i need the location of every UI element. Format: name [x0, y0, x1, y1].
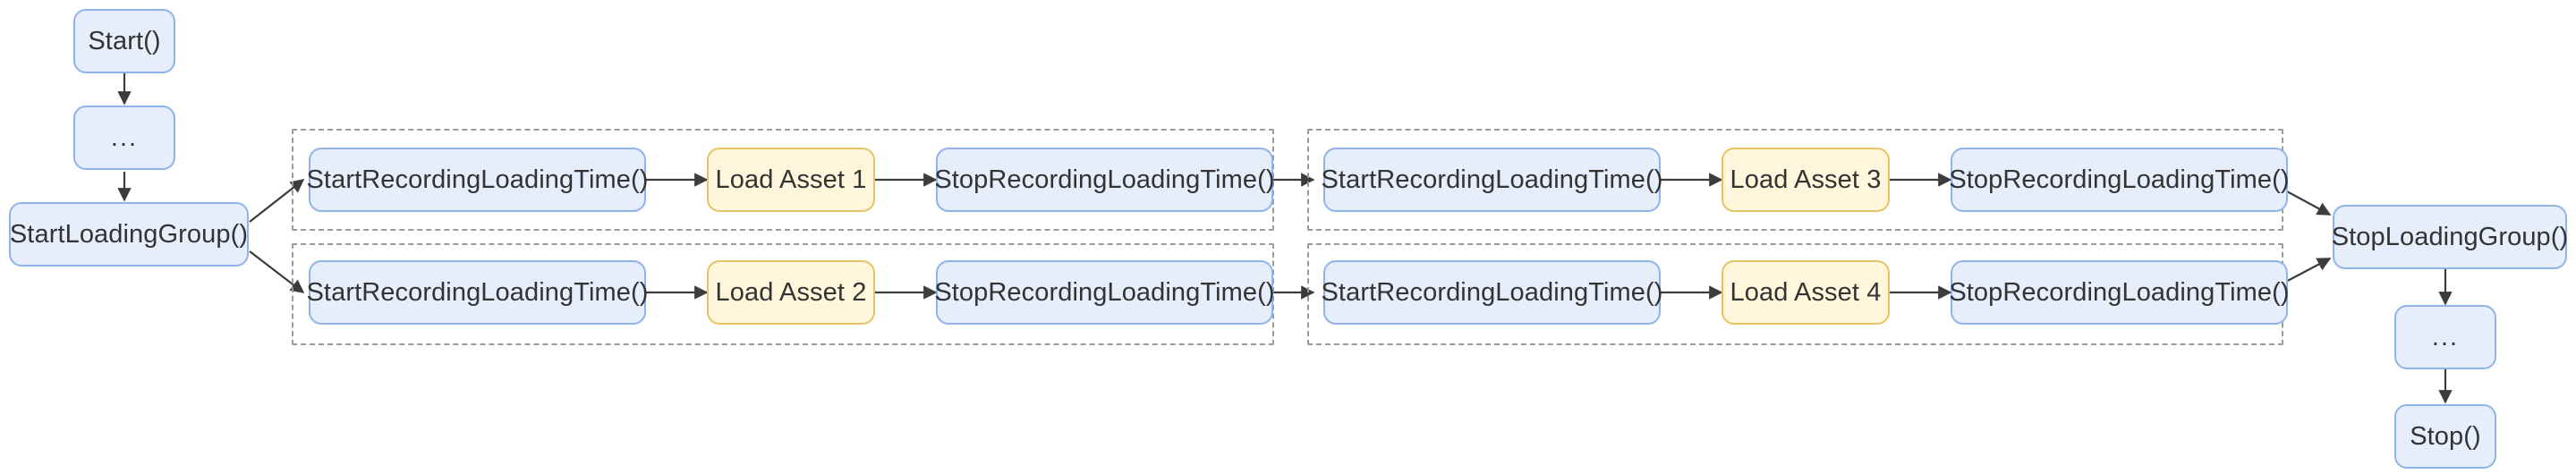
node-g2r1-start-recording-label: StartRecordingLoadingTime()	[1321, 165, 1663, 194]
node-stop-label: Stop()	[2410, 421, 2481, 451]
node-g2r2-stop-recording[interactable]: StopRecordingLoadingTime()	[1949, 260, 2290, 325]
node-g2r2-start-recording[interactable]: StartRecordingLoadingTime()	[1321, 260, 1663, 325]
node-pre-ellipsis[interactable]: ...	[73, 106, 175, 170]
node-g2r1-stop-recording[interactable]: StopRecordingLoadingTime()	[1949, 148, 2290, 212]
node-post-ellipsis[interactable]: ...	[2394, 305, 2496, 369]
node-load-asset-2[interactable]: Load Asset 2	[707, 260, 875, 325]
node-load-asset-4[interactable]: Load Asset 4	[1722, 260, 1890, 325]
node-load-asset-1[interactable]: Load Asset 1	[707, 148, 875, 212]
node-stop-loading-group-label: StopLoadingGroup()	[2331, 222, 2569, 251]
node-start-loading-group[interactable]: StartLoadingGroup()	[9, 202, 249, 267]
node-g1r1-start-recording-label: StartRecordingLoadingTime()	[306, 165, 649, 194]
node-g1r2-stop-recording-label: StopRecordingLoadingTime()	[934, 277, 1275, 307]
node-pre-ellipsis-label: ...	[110, 123, 139, 152]
group-box-stage1-row2	[292, 243, 1274, 345]
node-g1r2-start-recording-label: StartRecordingLoadingTime()	[306, 277, 649, 307]
node-load-asset-1-label: Load Asset 1	[715, 165, 867, 194]
node-g2r1-start-recording[interactable]: StartRecordingLoadingTime()	[1321, 148, 1663, 212]
node-g2r2-start-recording-label: StartRecordingLoadingTime()	[1321, 277, 1663, 307]
node-load-asset-3-label: Load Asset 3	[1730, 165, 1882, 194]
node-stop[interactable]: Stop()	[2394, 404, 2496, 469]
node-g1r2-stop-recording[interactable]: StopRecordingLoadingTime()	[934, 260, 1275, 325]
node-load-asset-4-label: Load Asset 4	[1730, 277, 1882, 307]
node-g1r1-stop-recording-label: StopRecordingLoadingTime()	[934, 165, 1275, 194]
node-load-asset-3[interactable]: Load Asset 3	[1722, 148, 1890, 212]
node-stop-loading-group[interactable]: StopLoadingGroup()	[2331, 205, 2569, 269]
node-start-label: Start()	[88, 26, 161, 55]
node-start[interactable]: Start()	[73, 9, 175, 73]
node-load-asset-2-label: Load Asset 2	[715, 277, 867, 307]
node-start-loading-group-label: StartLoadingGroup()	[9, 219, 249, 249]
node-g1r1-stop-recording[interactable]: StopRecordingLoadingTime()	[934, 148, 1275, 212]
node-g1r1-start-recording[interactable]: StartRecordingLoadingTime()	[306, 148, 649, 212]
node-g2r1-stop-recording-label: StopRecordingLoadingTime()	[1949, 165, 2290, 194]
node-g1r2-start-recording[interactable]: StartRecordingLoadingTime()	[306, 260, 649, 325]
node-g2r2-stop-recording-label: StopRecordingLoadingTime()	[1949, 277, 2290, 307]
node-post-ellipsis-label: ...	[2431, 322, 2460, 351]
